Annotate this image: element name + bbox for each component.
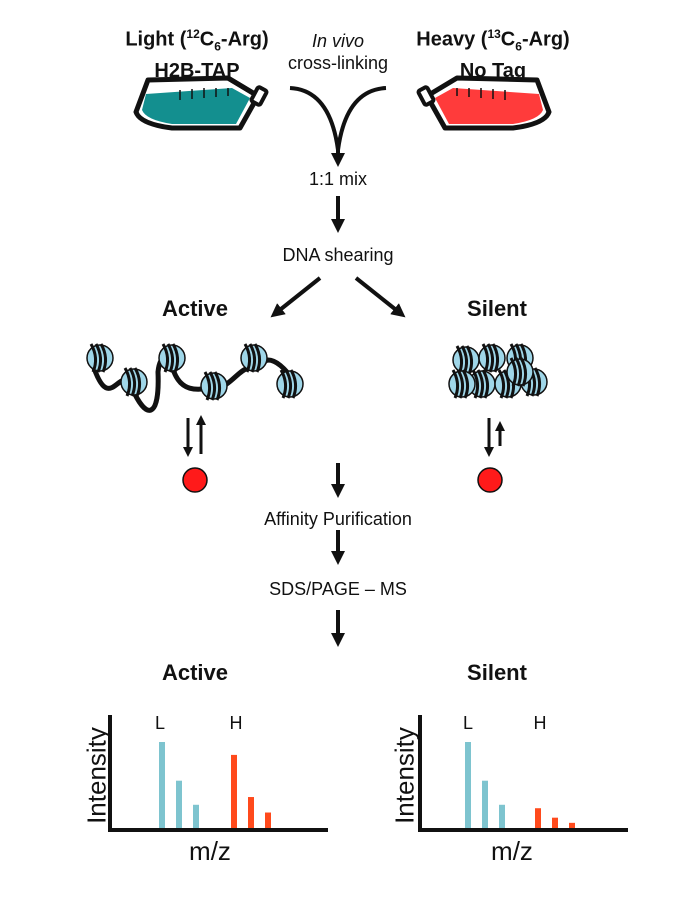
- heavy-peak-bar: [265, 812, 271, 828]
- heavy-peak-bar: [248, 797, 254, 828]
- active-nucleosome-icon: [158, 343, 186, 373]
- light-peak-bar: [499, 804, 505, 828]
- silent-spectrum-bars: [465, 742, 575, 828]
- active-spectrum-axes: [108, 715, 328, 832]
- heavy-peak-bar: [569, 822, 575, 828]
- silent-chromatin-icon: [448, 343, 548, 399]
- active-nucleosome-icon: [86, 343, 114, 373]
- crosslink-label: In vivo cross-linking: [287, 31, 389, 73]
- active-x-axis-label: m/z: [189, 836, 231, 866]
- heavy-peak-bar: [552, 817, 558, 828]
- active-nucleosome-icon: [200, 371, 228, 401]
- silent-binding-equilibrium: [484, 418, 505, 457]
- heavy-flask-icon: [416, 75, 552, 131]
- heavy-label: Heavy (13C6-Arg) No Tag: [403, 22, 583, 83]
- silent-nucleosome-icon: [448, 369, 476, 399]
- light-peak-bar: [193, 804, 199, 828]
- light-flask-icon: [133, 75, 269, 131]
- light-peak-bar: [482, 780, 488, 828]
- affinity-step: Affinity Purification: [264, 509, 412, 529]
- silent-bead-icon: [477, 467, 503, 493]
- active-heavy-peak-label: H: [229, 713, 243, 733]
- silent-nucleosome-icon: [478, 343, 506, 373]
- active-light-peak-label: L: [154, 713, 165, 733]
- light-peak-bar: [176, 780, 182, 828]
- arrow-to-active: [270, 276, 322, 318]
- light-peak-bar: [159, 742, 165, 828]
- active-nucleosome-icon: [120, 367, 148, 397]
- silent-nucleosome-icon: [506, 357, 534, 387]
- sds-step: SDS/PAGE – MS: [269, 579, 407, 599]
- arrow-to-silent: [354, 276, 406, 318]
- active-nucleosome-icon: [276, 369, 304, 399]
- mix-step: 1:1 mix: [308, 169, 368, 189]
- light-tag-label: H2B-TAP: [154, 59, 240, 82]
- active-bead-icon: [182, 467, 208, 493]
- silent-x-axis-label: m/z: [491, 836, 533, 866]
- silent-nucleosome-icon: [452, 345, 480, 375]
- silent-spectrum-title: Silent: [467, 660, 527, 685]
- silent-spectrum-axes: [418, 715, 628, 832]
- silent-y-axis-label: Intensity: [389, 727, 420, 824]
- heavy-peak-bar: [231, 754, 237, 828]
- silent-heavy-peak-label: H: [533, 713, 547, 733]
- silent-light-peak-label: L: [462, 713, 473, 733]
- crosslink-merge-curve: [289, 86, 387, 151]
- light-label: Light (12C6-Arg) H2B-TAP: [112, 22, 282, 83]
- active-binding-equilibrium: [183, 415, 206, 457]
- heavy-peak-bar: [535, 808, 541, 828]
- active-chromatin-icon: [86, 343, 304, 413]
- heavy-tag-label: No Tag: [459, 59, 527, 82]
- active-y-axis-label: Intensity: [81, 727, 112, 824]
- active-spectrum-title: Active: [161, 660, 229, 685]
- active-nucleosome-icon: [240, 343, 268, 373]
- shearing-step: DNA shearing: [282, 245, 394, 265]
- active-spectrum-bars: [159, 742, 271, 828]
- active-chromatin-title: Active: [161, 296, 229, 321]
- silent-chromatin-title: Silent: [467, 296, 527, 321]
- light-peak-bar: [465, 742, 471, 828]
